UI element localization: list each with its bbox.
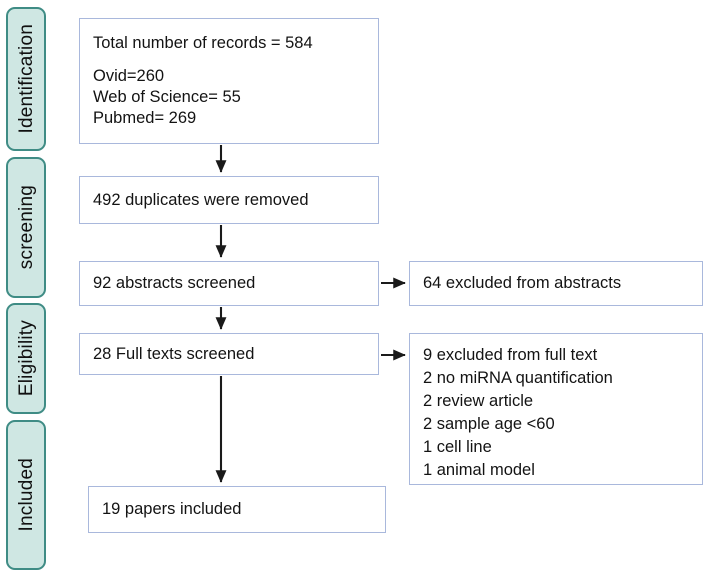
box-papers-included: 19 papers included [88,486,386,533]
box-duplicates-removed-line-1: 492 duplicates were removed [93,190,309,209]
stage-label-included-text: Included [15,458,37,532]
stage-label-screening: screening [6,157,46,298]
box-full-texts-screened-line-1: 28 Full texts screened [93,344,255,363]
box-excluded-from-abstracts-line-1: 64 excluded from abstracts [423,274,622,292]
stage-label-included: Included [6,420,46,570]
box-total-records: Total number of records = 584 Ovid=260 W… [79,18,379,144]
box-excluded-from-full-text-line-1: 9 excluded from full text [423,346,598,364]
box-total-records-line-1: Total number of records = 584 [93,34,313,52]
stage-label-eligibility-text: Eligibility [15,320,37,397]
stage-label-eligibility: Eligibility [6,303,46,414]
box-total-records-line-2: Ovid=260 [93,67,165,85]
box-excluded-from-full-text-line-3: 2 review article [423,392,534,410]
box-excluded-from-full-text-line-6: 1 animal model [423,461,535,479]
box-duplicates-removed: 492 duplicates were removed [79,176,379,224]
box-excluded-from-full-text: 9 excluded from full text 2 no miRNA qua… [409,333,703,485]
stage-label-identification-text: Identification [15,24,37,134]
box-total-records-line-4: Pubmed= 269 [93,109,197,127]
box-excluded-from-full-text-line-4: 2 sample age <60 [423,415,555,433]
box-papers-included-line-1: 19 papers included [102,500,242,518]
stage-label-screening-text: screening [15,185,37,270]
box-total-records-spacer [93,54,378,66]
box-excluded-from-full-text-line-5: 1 cell line [423,438,492,456]
box-full-texts-screened: 28 Full texts screened [79,333,379,375]
box-abstracts-screened-line-1: 92 abstracts screened [93,274,256,292]
box-excluded-from-abstracts: 64 excluded from abstracts [409,261,703,306]
box-total-records-line-3: Web of Science= 55 [93,88,241,106]
stage-label-identification: Identification [6,7,46,151]
box-excluded-from-full-text-line-2: 2 no miRNA quantification [423,369,613,387]
box-abstracts-screened: 92 abstracts screened [79,261,379,306]
